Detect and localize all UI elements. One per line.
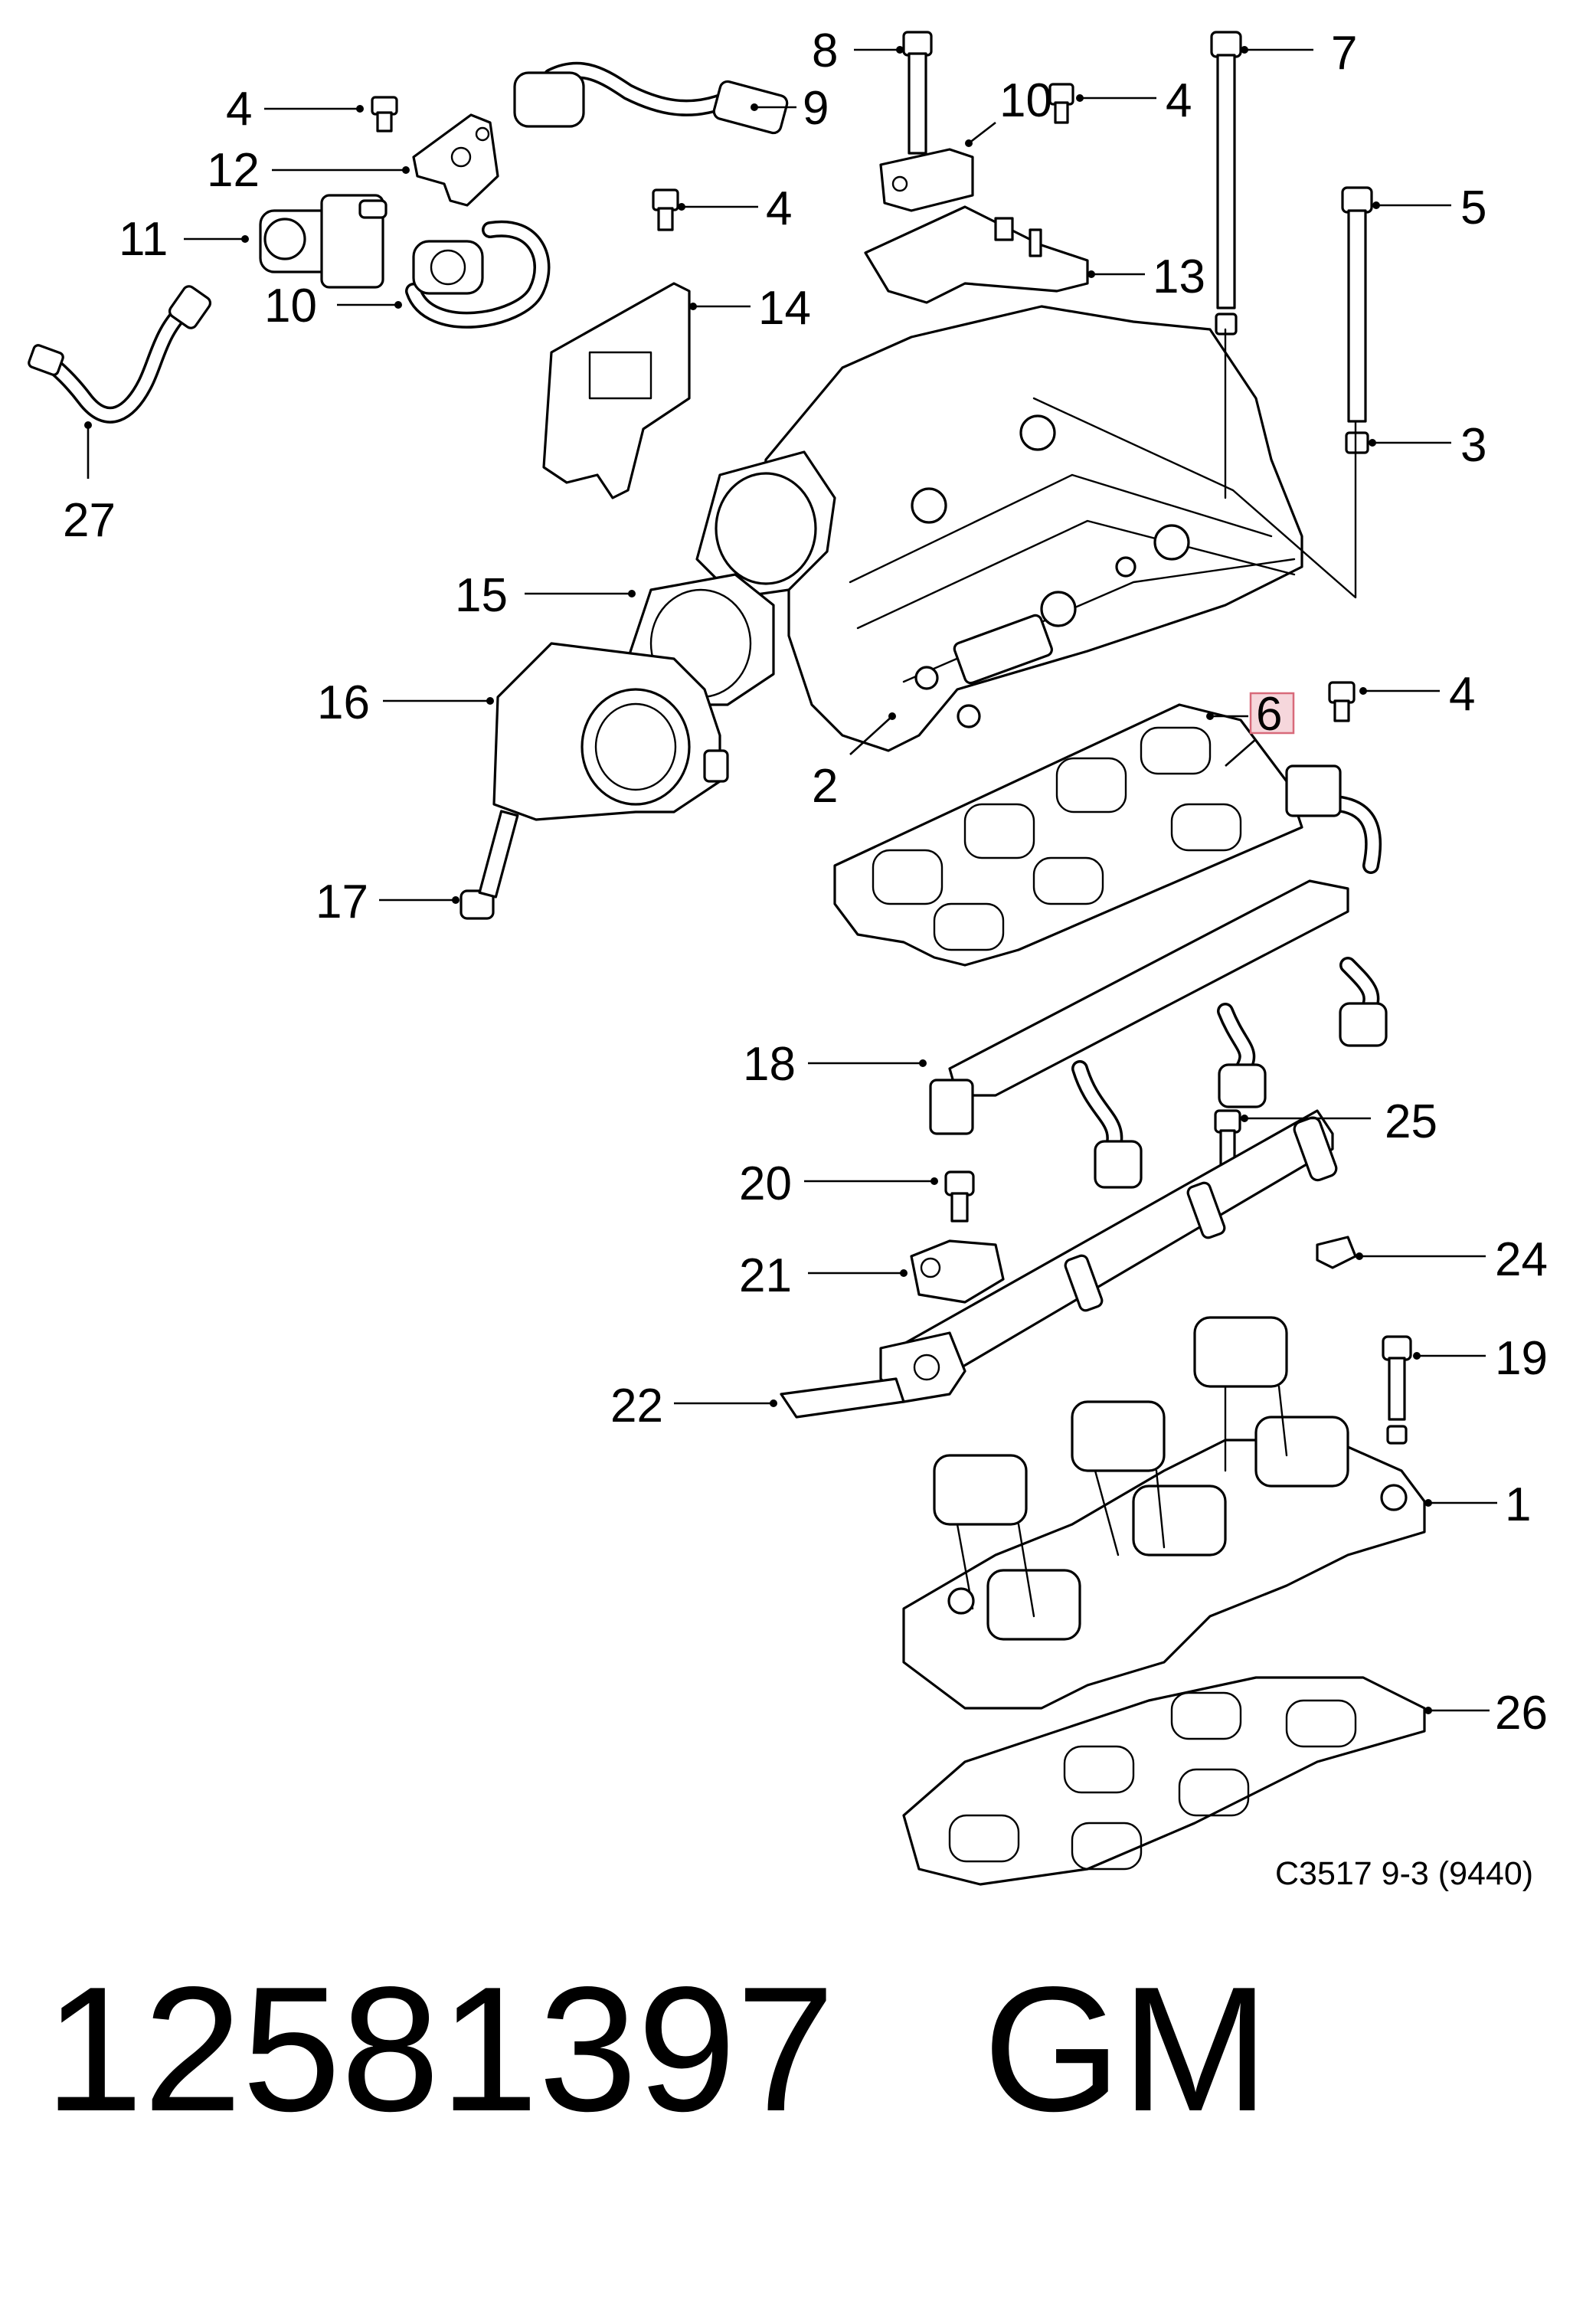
plenum-gasket-part [833,703,1303,967]
upper-intake-plenum-part [757,305,1357,752]
svg-text:1: 1 [1505,1478,1531,1531]
injector-harness-part [929,764,1388,1189]
bolt-part [1048,83,1074,124]
callout-2-upper-plenum: 2 [812,712,896,813]
callout-26-lower-gasket: 26 [1424,1687,1548,1740]
svg-text:4: 4 [1166,74,1192,127]
sensor-bracket-part [864,205,1089,304]
svg-text:13: 13 [1153,250,1205,303]
svg-text:5: 5 [1460,182,1486,234]
bolt-part [652,188,679,231]
svg-text:10: 10 [999,74,1052,127]
callout-19-injector-harness: 18 [743,1038,927,1091]
svg-text:24: 24 [1495,1233,1548,1286]
svg-text:6: 6 [1256,688,1282,741]
callout-23-fuel-rail: 22 [610,1380,777,1432]
mounting-plate-part [542,282,691,499]
map-sensor-part [879,148,974,212]
long-bolt-part-6 [1210,31,1242,336]
callout-16-throttle-gasket: 15 [455,569,636,622]
svg-text:21: 21 [739,1249,792,1302]
callout-13-solenoid-valve: 11 [119,213,249,266]
diagram-reference: C3517 9-3 (9440) [1275,1855,1533,1892]
rail-clip-part [1316,1236,1357,1269]
callout-11-sensor-harness: 9 [751,82,829,135]
callout-17-throttle-body: 16 [317,676,494,729]
svg-text:3: 3 [1460,419,1486,472]
svg-text:18: 18 [743,1038,796,1091]
callout-3-washer: 3 [1369,419,1486,472]
callout-8-bolt: 8 [812,25,904,77]
fuel-rail-part [780,1109,1338,1419]
callout-1-lower-intake-manifold: 1 [1424,1478,1531,1531]
callout-21-bolt: 20 [739,1157,938,1210]
exploded-parts-diagram: 4 12 11 10 27 8 9 10 [28,25,1548,1892]
long-bolt-part-5 [1341,186,1373,454]
callout-10-sensor-bracket: 13 [1087,250,1205,303]
callout-7-plenum-gasket: 6 [1206,688,1295,767]
callout-5-long-bolt: 5 [1372,182,1486,234]
svg-text:4: 4 [1449,668,1475,721]
bolt-part-8 [902,31,933,155]
svg-text:9: 9 [803,82,829,135]
svg-text:27: 27 [63,494,116,547]
throttle-flange-part [695,450,836,599]
svg-text:8: 8 [812,25,838,77]
callout-4-bolt: 4 [1359,668,1475,721]
bolt-part-20 [1382,1335,1412,1445]
svg-text:15: 15 [455,569,508,622]
svg-text:10: 10 [264,280,317,332]
throttle-body-part [492,642,729,821]
callout-4-bolt: 4 [678,182,792,235]
svg-text:19: 19 [1495,1332,1548,1385]
svg-text:20: 20 [739,1157,792,1210]
callout-15-mounting-plate: 14 [689,282,811,335]
svg-text:7: 7 [1331,27,1357,80]
callout-18-bolt: 17 [316,876,460,928]
svg-text:25: 25 [1385,1095,1437,1148]
callout-20-bolt: 19 [1413,1332,1548,1385]
svg-text:12: 12 [207,144,260,197]
bolt-part [371,96,398,133]
bolt-part-18 [460,810,519,920]
svg-text:2: 2 [812,760,838,813]
callout-12-purge-valve: 10 [264,280,402,332]
svg-text:26: 26 [1495,1687,1548,1740]
callout-25-bolt: 25 [1241,1095,1437,1148]
callout-6-long-bolt: 7 [1241,27,1357,80]
fuel-pressure-sensor-part [910,1239,1005,1304]
bolt-part-21 [944,1170,975,1223]
lower-intake-manifold-part [902,1316,1426,1710]
callout-9-map-sensor: 10 [965,74,1052,147]
svg-text:22: 22 [610,1380,663,1432]
svg-text:16: 16 [317,676,370,729]
highlight-box [1249,692,1295,735]
lower-manifold-gasket-part [902,1676,1426,1886]
solenoid-valve-part [259,194,388,289]
purge-valve-part [405,220,551,329]
callout-14-valve-bracket: 12 [207,144,410,197]
callout-27-vent-hose: 27 [63,421,116,547]
svg-text:4: 4 [226,83,252,136]
callout-22-fuel-pressure-sensor: 21 [739,1249,908,1302]
svg-text:11: 11 [119,213,168,266]
callout-24-rail-clip: 24 [1356,1233,1548,1286]
part-number-line: 12581397 GM [44,1950,1270,2149]
valve-bracket-part [412,113,499,207]
sensor-harness-part [513,61,789,135]
vent-hose-part [28,285,212,424]
callout-4-bolt: 4 [226,83,364,136]
svg-text:14: 14 [758,282,811,335]
callout-4-bolt: 4 [1076,74,1192,127]
svg-text:17: 17 [316,876,368,928]
svg-text:4: 4 [766,182,792,235]
bolt-part [1328,681,1356,722]
